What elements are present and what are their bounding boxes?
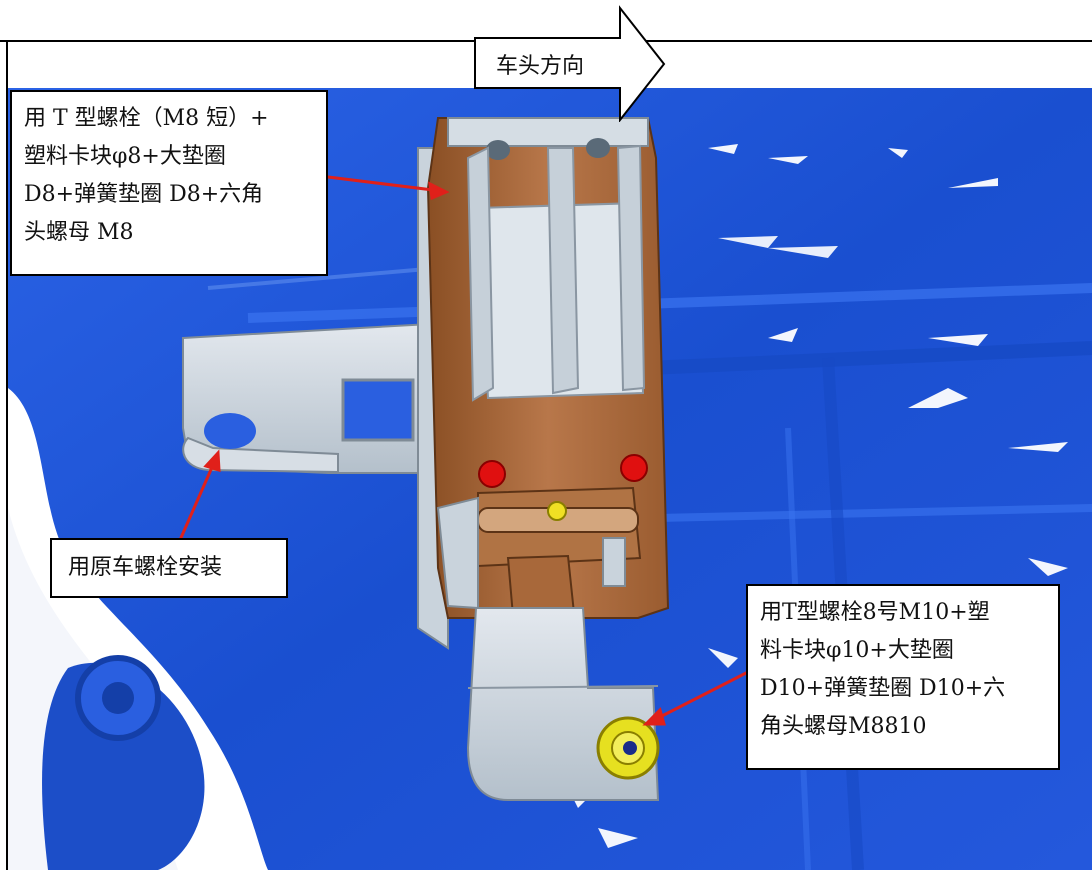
callout-left-line-1: 用原车螺栓安装 — [68, 555, 223, 580]
yellow-marker — [547, 501, 567, 521]
callout-right-line-2: 料卡块φ10+大垫圈 — [760, 638, 954, 663]
direction-label: 车头方向 — [496, 54, 585, 79]
callout-top-bolt-spec: 用 T 型螺栓（M8 短）+ 塑料卡块φ8+大垫圈 D8+弹簧垫圈 D8+六角 … — [10, 90, 328, 276]
callout-right-line-1: 用T型螺栓8号M10+塑 — [760, 600, 990, 625]
callout-right-line-4: 角头螺母M8810 — [760, 714, 927, 739]
callout-top-line-3: D8+弹簧垫圈 D8+六角 — [24, 182, 264, 207]
red-marker-right — [620, 454, 648, 482]
leader-arrows — [178, 174, 749, 726]
red-marker-left — [478, 460, 506, 488]
callout-right-line-3: D10+弹簧垫圈 D10+六 — [760, 676, 1006, 701]
main-bracket — [417, 117, 670, 650]
left-arm-bracket — [182, 321, 455, 474]
lower-bracket — [466, 607, 660, 801]
callout-left-original-bolt: 用原车螺栓安装 — [50, 538, 288, 598]
callout-top-line-4: 头螺母 M8 — [24, 220, 134, 245]
callout-right-bolt-spec: 用T型螺栓8号M10+塑 料卡块φ10+大垫圈 D10+弹簧垫圈 D10+六 角… — [746, 584, 1060, 770]
left-frame-line — [6, 40, 8, 870]
callout-top-line-1: 用 T 型螺栓（M8 短）+ — [24, 106, 269, 131]
direction-arrow — [474, 5, 666, 122]
callout-top-line-2: 塑料卡块φ8+大垫圈 — [24, 144, 226, 169]
